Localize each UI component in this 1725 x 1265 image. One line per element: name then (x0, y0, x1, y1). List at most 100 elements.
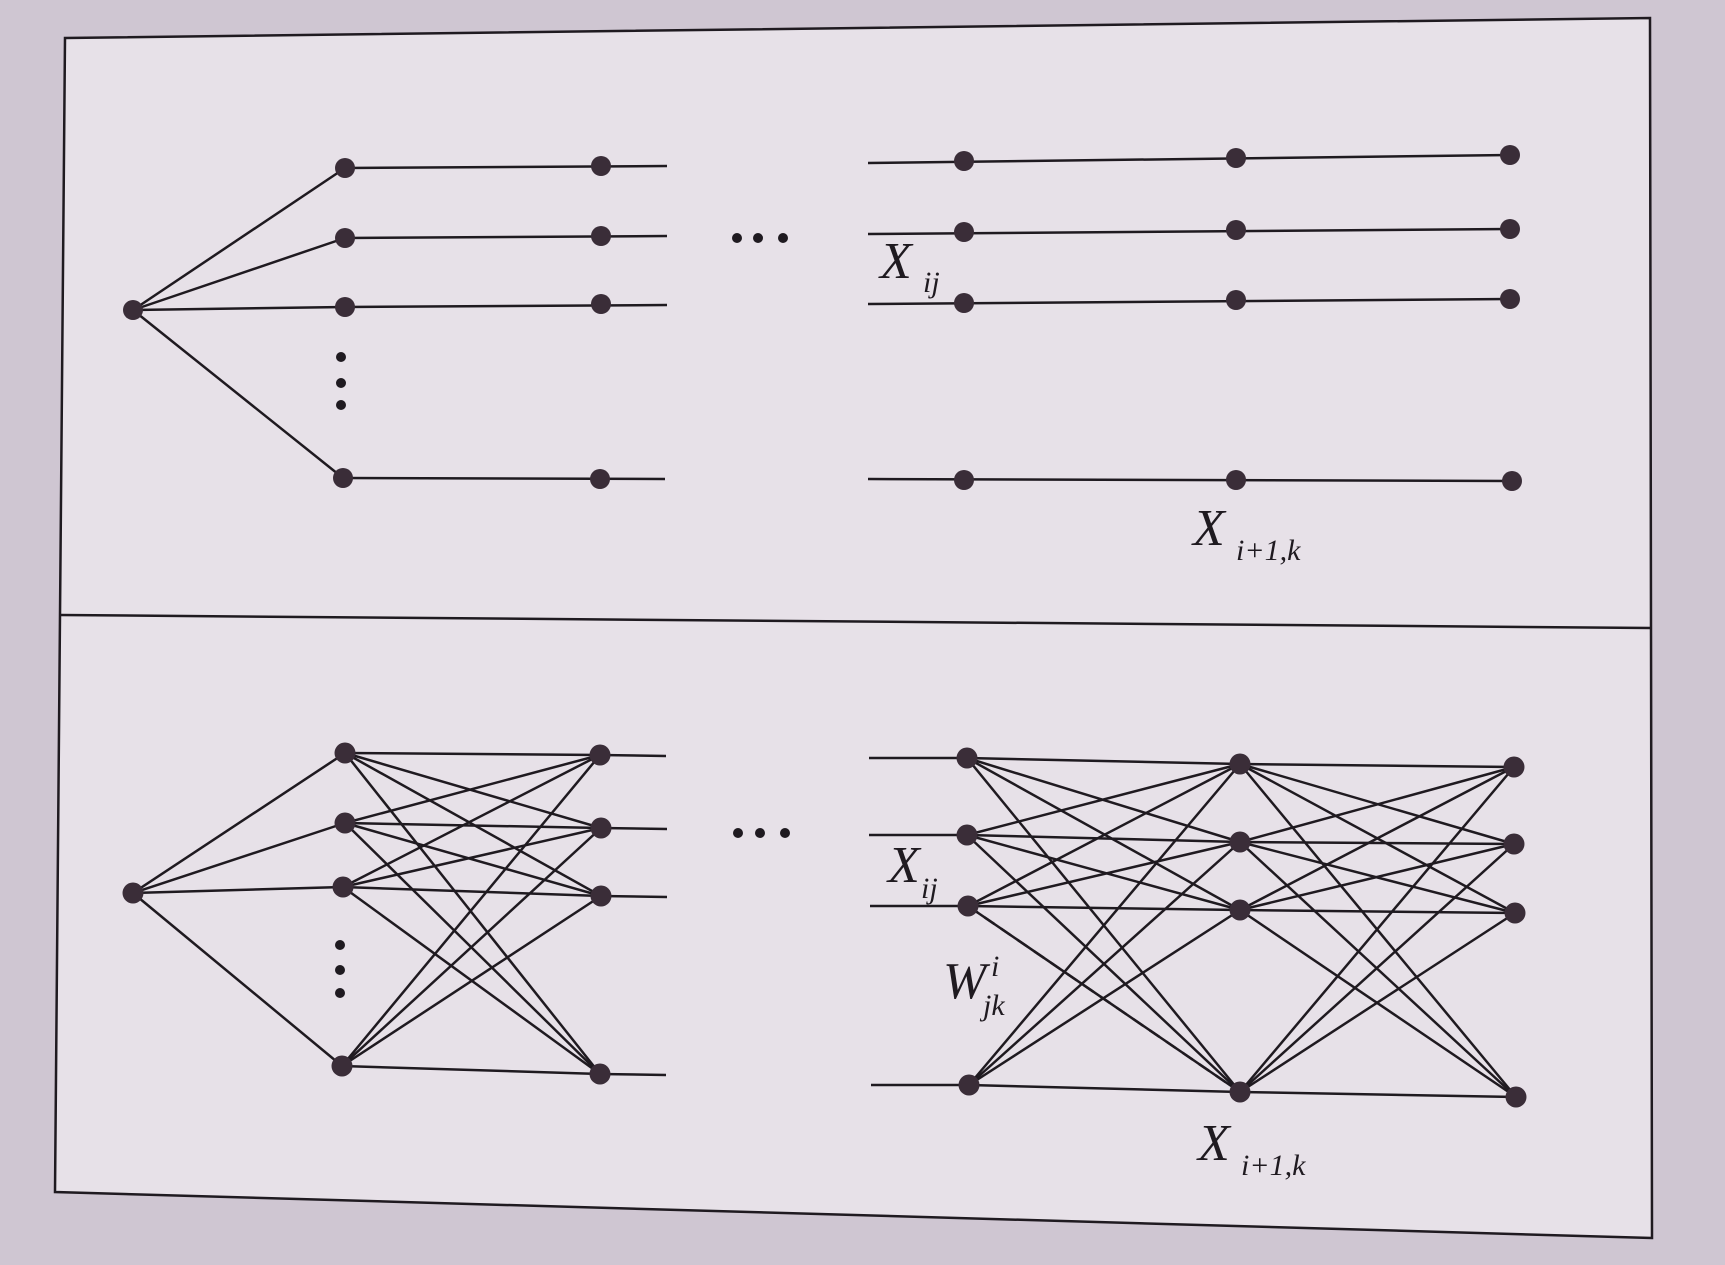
edge (966, 756, 1241, 766)
ellipsis-dot (780, 828, 790, 838)
bottom-ellipsis (335, 828, 790, 998)
edge (342, 753, 601, 889)
node (1229, 1081, 1251, 1103)
edge (344, 303, 668, 309)
node (1229, 899, 1251, 921)
edge (132, 751, 346, 895)
edge (132, 305, 346, 312)
node (1226, 148, 1246, 168)
node (335, 228, 355, 248)
node (1229, 831, 1251, 853)
edge (1239, 911, 1516, 1094)
node (1500, 145, 1520, 165)
edge (1239, 1090, 1517, 1099)
edge (1239, 765, 1515, 912)
edge (967, 762, 1241, 908)
edge (132, 892, 343, 1067)
edge (341, 1064, 601, 1076)
node (956, 747, 978, 769)
edge (342, 476, 666, 481)
panel-bottom-full-network (122, 742, 1527, 1108)
edge (342, 885, 602, 898)
edge (1239, 842, 1515, 912)
node (1500, 219, 1520, 239)
node (590, 469, 610, 489)
edge (1239, 841, 1517, 1098)
label-x-ij-top: X (878, 233, 914, 290)
ellipsis-dot (732, 233, 742, 243)
ellipsis-dot (335, 965, 345, 975)
node (589, 744, 611, 766)
top-ellipsis (336, 233, 788, 410)
edge (132, 236, 346, 312)
edge (599, 1072, 667, 1077)
ellipsis-dot (733, 828, 743, 838)
node (591, 294, 611, 314)
node (1503, 833, 1525, 855)
ellipsis-dot (336, 378, 346, 388)
edge (1239, 840, 1515, 846)
edge (966, 833, 1241, 912)
node (958, 1074, 980, 1096)
labels: X ij X i+1,k X ij W i jk X i+1,k (878, 233, 1306, 1182)
node (590, 885, 612, 907)
node (954, 151, 974, 171)
edge (132, 309, 344, 479)
edge (344, 752, 601, 1075)
edge (1239, 763, 1517, 1098)
ellipsis-dot (335, 940, 345, 950)
node (591, 226, 611, 246)
ellipsis-dot (335, 988, 345, 998)
node (957, 895, 979, 917)
node (591, 156, 611, 176)
edge (342, 826, 602, 889)
node (1229, 753, 1251, 775)
input-node (123, 300, 143, 320)
bottom-nodes (122, 742, 1527, 1108)
node (954, 293, 974, 313)
ellipsis-dot (755, 828, 765, 838)
edge (1239, 766, 1515, 1093)
label-w: W (943, 953, 991, 1010)
label-x-next-bottom: X (1196, 1115, 1232, 1172)
edge (132, 821, 346, 895)
figure-frame (53, 16, 1654, 1240)
top-edges (132, 153, 1513, 483)
node (335, 158, 355, 178)
edge (968, 908, 1241, 1087)
node (1226, 290, 1246, 310)
edge (600, 894, 668, 899)
edge (341, 827, 602, 1067)
top-nodes (123, 145, 1522, 491)
node (1500, 289, 1520, 309)
edge (1239, 762, 1515, 769)
edge (344, 753, 601, 825)
label-x-next-bottom-sub: i+1,k (1241, 1149, 1306, 1182)
node (954, 470, 974, 490)
edge (1239, 908, 1516, 915)
node (335, 297, 355, 317)
node (333, 468, 353, 488)
label-w-sup: i (991, 950, 999, 983)
ellipsis-dot (753, 233, 763, 243)
edge (344, 821, 602, 898)
node (1503, 756, 1525, 778)
ellipsis-dot (778, 233, 788, 243)
edge (344, 821, 602, 830)
edge (599, 753, 667, 758)
panel-top-tree-network (123, 145, 1522, 491)
edge (966, 762, 1241, 837)
edge (344, 234, 668, 240)
panel-divider (59, 613, 1652, 630)
node (954, 222, 974, 242)
node (334, 742, 356, 764)
edge (867, 477, 1513, 483)
ellipsis-dot (336, 352, 346, 362)
label-w-sub: jk (979, 989, 1005, 1022)
edge (966, 833, 1241, 844)
node (590, 817, 612, 839)
edge (600, 826, 668, 831)
edge (967, 904, 1241, 912)
edge (132, 885, 344, 895)
